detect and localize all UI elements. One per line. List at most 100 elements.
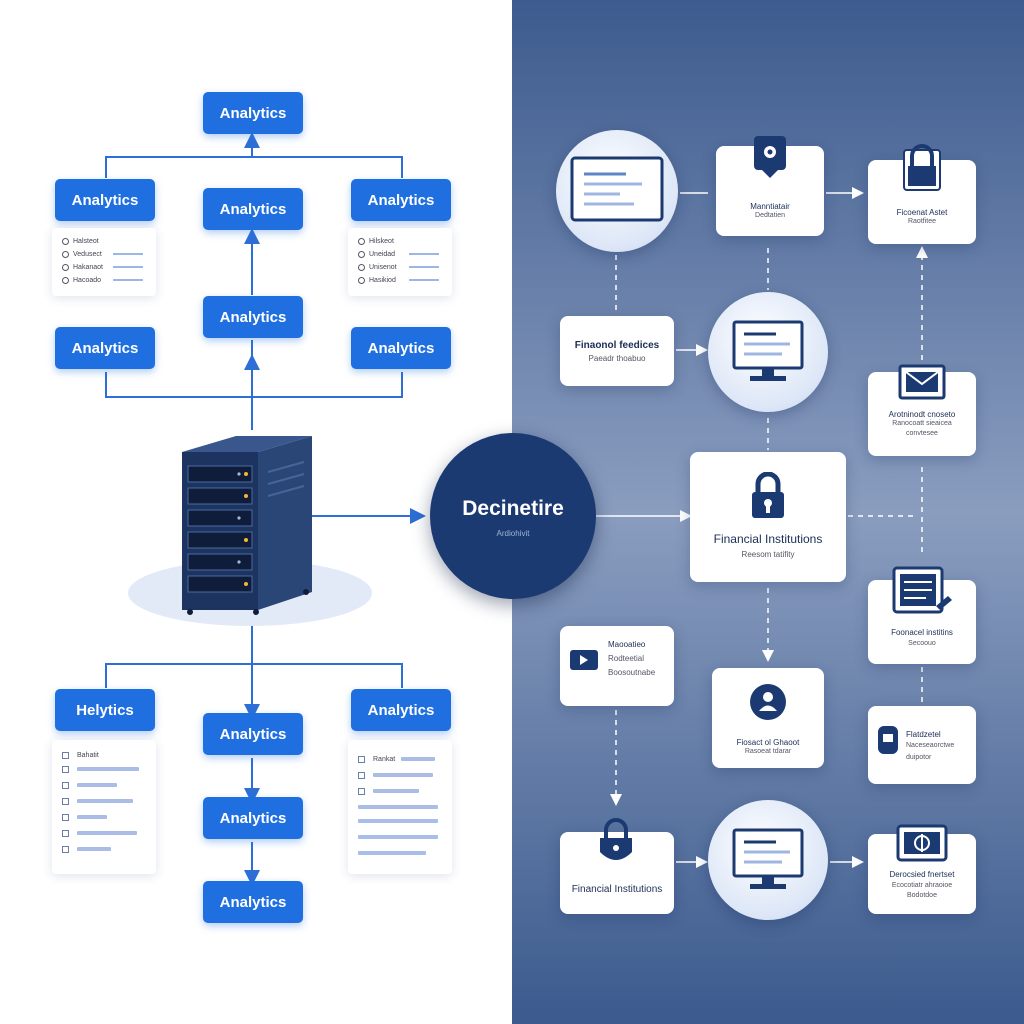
list-bar [77, 767, 139, 771]
mini-card-right: Hilskeot Uneidad Unisenot Hasikiod [348, 228, 452, 296]
card-subtitle: Ranocoatt sieaicea [892, 420, 952, 427]
list-bar [77, 831, 137, 835]
mini-card-item: Hilskeot [369, 237, 394, 245]
shield-lock-icon [600, 818, 632, 860]
list-bar [358, 851, 426, 855]
list-bar [358, 819, 438, 823]
analytics-row1-right[interactable]: Analytics [351, 179, 451, 221]
checkbox-icon [62, 751, 69, 759]
checkbox-icon [358, 771, 365, 779]
lock-icon [903, 144, 941, 191]
mini-card-bar [409, 279, 439, 281]
mini-card-item: Unisenot [369, 263, 397, 271]
analytics-row2-left[interactable]: Analytics [55, 327, 155, 369]
card-finance-left[interactable]: Finaonol feedices Paeadr thoabuo [560, 316, 674, 386]
document-window-icon [570, 156, 664, 222]
card-right-2[interactable]: Arotninodt cnoseto Ranocoatt sieaicea co… [868, 364, 976, 456]
play-tag-icon [570, 650, 598, 670]
checkbox-icon [62, 829, 69, 837]
checkbox-icon [62, 797, 69, 805]
card-subtitle: Boosoutnabe [608, 668, 656, 677]
monitor-icon [732, 828, 804, 889]
mini-card-bar [409, 266, 439, 268]
list-bar [401, 757, 436, 761]
monitor-circle-mid[interactable] [708, 292, 828, 412]
analytics-bottom-left[interactable]: Helytics [55, 689, 155, 731]
analytics-row2-right[interactable]: Analytics [351, 327, 451, 369]
card-subtitle: Ecocotiatr ahraoioe [891, 882, 953, 889]
list-card-right: Rankat [348, 740, 452, 874]
card-subtitle: Rodteetial [608, 654, 645, 663]
card-financial-institutions-bottom[interactable]: Financial Institutions [560, 818, 674, 914]
card-title: Foonacel institins [891, 628, 953, 637]
analytics-middle-node[interactable]: Analytics [203, 296, 303, 338]
mini-card-item: Uneidad [369, 250, 396, 258]
card-subtitle: duipotor [906, 754, 932, 761]
central-hub[interactable]: Decinetire Ardiohivit [430, 433, 596, 599]
card-subtitle: Paeadr thoabuo [588, 354, 646, 363]
list-bar [373, 773, 433, 777]
card-right-4[interactable]: Flatdzetel Naceseaorctwe duipotor [868, 706, 976, 784]
bullet-icon [62, 263, 69, 271]
card-title: Maooatieo [608, 640, 646, 649]
padlock-icon [752, 472, 784, 518]
bullet-icon [358, 250, 365, 258]
bullet-icon [358, 237, 365, 245]
checkbox-icon [62, 813, 69, 821]
monitor-icon [732, 320, 804, 381]
currency-icon [896, 824, 948, 862]
mini-card-bar [409, 253, 439, 255]
card-subtitle: Secoouo [908, 640, 936, 647]
monitor-circle-bottom[interactable] [708, 800, 828, 920]
card-title: Finaonol feedices [574, 340, 660, 351]
mini-card-item: Hakanaot [73, 263, 103, 271]
analytics-row1-center[interactable]: Analytics [203, 188, 303, 230]
monitor-circle-top[interactable] [556, 130, 678, 252]
card-title: Arotninodt cnoseto [888, 410, 956, 419]
mini-card-bar [113, 279, 143, 281]
card-mid-4[interactable]: Fiosact ol Ghaoot Rasoeat tdarar [712, 668, 824, 768]
card-subtitle: convtesee [906, 430, 938, 437]
list-bar [77, 783, 117, 787]
mini-card-bar [113, 253, 143, 255]
analytics-top-node[interactable]: Analytics [203, 92, 303, 134]
analytics-chain-2[interactable]: Analytics [203, 881, 303, 923]
card-left-4[interactable]: Maooatieo Rodteetial Boosoutnabe [560, 626, 674, 706]
list-bar [358, 835, 438, 839]
card-title: Ficoenat Astet [896, 208, 948, 217]
card-title: Financial Institutions [713, 532, 823, 546]
card-title: Derocsied fnertset [889, 870, 955, 879]
analytics-bottom-right[interactable]: Analytics [351, 689, 451, 731]
list-card-left: Bahatit [52, 740, 156, 874]
analytics-bottom-center[interactable]: Analytics [203, 713, 303, 755]
card-bottom-right[interactable]: Derocsied fnertset Ecocotiatr ahraoioe B… [868, 824, 976, 914]
card-title: Flatdzetel [906, 730, 941, 739]
card-top-right[interactable]: Ficoenat Astet Raotfitee [868, 144, 976, 244]
card-subtitle: Dedtatien [755, 212, 785, 219]
mail-icon [898, 364, 946, 400]
mini-card-item: Vedusect [73, 250, 102, 258]
checkbox-icon [62, 845, 69, 853]
analytics-row1-left[interactable]: Analytics [55, 179, 155, 221]
location-pin-icon [754, 136, 786, 178]
server-rack-icon [182, 436, 312, 615]
document-edit-icon [892, 566, 952, 614]
hub-subtitle: Ardiohivit [496, 529, 530, 538]
badge-icon [878, 726, 898, 754]
card-financial-institutions-center[interactable]: Financial Institutions Reesom tatifity [690, 452, 846, 582]
hub-title: Decinetire [462, 497, 564, 520]
list-bar [358, 805, 438, 809]
analytics-chain-1[interactable]: Analytics [203, 797, 303, 839]
bullet-icon [62, 237, 69, 245]
checkbox-icon [358, 787, 365, 795]
mini-card-item: Hasikiod [369, 276, 396, 284]
user-badge-icon [750, 684, 786, 720]
card-subtitle: Raotfitee [907, 218, 937, 225]
card-top-mid[interactable]: Manntiatair Dedtatien [716, 136, 824, 236]
card-right-3[interactable]: Foonacel institins Secoouo [868, 566, 976, 664]
mini-card-left: Halsteot Vedusect Hakanaot Hacoado [52, 228, 156, 296]
list-bar [77, 799, 133, 803]
card-subtitle: Rasoeat tdarar [744, 748, 792, 755]
card-subtitle: Reesom tatifity [741, 550, 795, 559]
list-card-header: Rankat [373, 755, 396, 763]
